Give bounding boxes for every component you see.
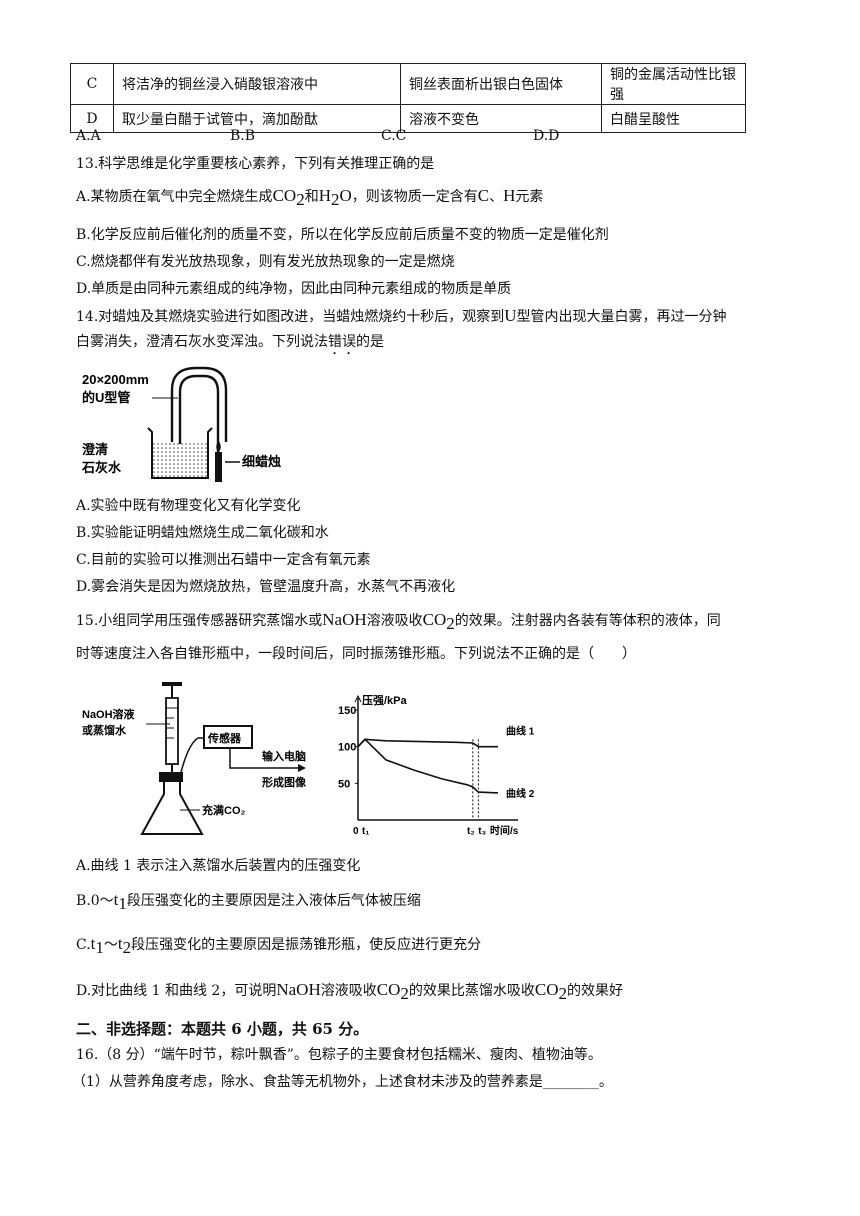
figure-label: 输入电脑 (262, 749, 306, 763)
question-14-stem-line1: 14.对蜡烛及其燃烧实验进行如图改进，当蜡烛燃烧约十秒后，观察到U型管内出现大量… (76, 306, 727, 325)
candle (215, 452, 222, 482)
x-tick-label: t₁ (362, 826, 369, 837)
chart-axes (354, 694, 518, 821)
y-tick-label: 150 (338, 705, 356, 717)
u-tube-inner (178, 374, 220, 452)
table-cell: 溶液不变色 (400, 104, 602, 133)
table-cell: 铜丝表面析出银白色固体 (400, 63, 602, 105)
series-line (357, 738, 498, 748)
table-cell: 白醋呈酸性 (601, 104, 746, 133)
question-16-stem: 16.（8 分）“端午时节，粽叶飘香”。包粽子的主要食材包括糯米、瘦肉、植物油等… (76, 1047, 602, 1063)
x-axis-label: 时间/s (490, 824, 519, 837)
gas-tube (179, 737, 204, 777)
choice-d: D.D (533, 128, 560, 144)
question-14-option-b: B.实验能证明蜡烛燃烧生成二氧化碳和水 (76, 525, 329, 541)
x-tick-label: t₂ (467, 826, 475, 837)
question-15-option-b: B.0～t1段压强变化的主要原因是注入液体后气体被压缩 (76, 890, 421, 913)
limewater (153, 442, 207, 477)
figure-label: 的U型管 (82, 390, 130, 405)
figure-label: 20×200mm (82, 372, 149, 387)
arrow-icon (298, 764, 306, 772)
question-13-option-b: B.化学反应前后催化剂的质量不变，所以在化学反应前后质量不变的物质一定是催化剂 (76, 227, 609, 243)
table-row: C 将洁净的铜丝浸入硝酸银溶液中 铜丝表面析出银白色固体 铜的金属活动性比银强 (70, 63, 746, 105)
figure-label: 澄清 (82, 442, 108, 457)
stopper (159, 772, 183, 782)
question-14-stem-line2: 白雾消失，澄清石灰水变浑浊。下列说法错误的是 (76, 334, 384, 350)
conical-flask (140, 782, 204, 835)
flame-icon (216, 440, 221, 452)
question-15-option-d: D.对比曲线 1 和曲线 2，可说明NaOH溶液吸收CO2的效果比蒸馏水吸收CO… (76, 980, 623, 1003)
question-13-stem: 13.科学思维是化学重要核心素养，下列有关推理正确的是 (76, 156, 435, 172)
y-axis-label: 压强/kPa (362, 693, 408, 707)
y-axis-arrow-icon (354, 694, 362, 703)
u-tube-apparatus-figure: 20×200mm 的U型管 澄清 石灰水 细蜡烛 (81, 366, 281, 482)
table-row: D 取少量白醋于试管中，滴加酚酞 溶液不变色 白醋呈酸性 (70, 104, 746, 133)
syringe-plunger-head (162, 682, 182, 686)
answer-table: C 将洁净的铜丝浸入硝酸银溶液中 铜丝表面析出银白色固体 铜的金属活动性比银强 … (70, 63, 746, 133)
sensor-box (203, 725, 253, 749)
sensor-label: 传感器 (207, 731, 242, 745)
figure-label: 形成图像 (262, 775, 307, 789)
choice-a: A.A (76, 128, 101, 144)
x-tick-label: 0 (353, 826, 359, 837)
figure-label: 细蜡烛 (242, 454, 281, 469)
figure-label: 或蒸馏水 (82, 723, 127, 737)
question-14-option-d: D.雾会消失是因为燃烧放热，管壁温度升高，水蒸气不再液化 (76, 579, 456, 595)
figure-label: NaOH溶液 (82, 707, 136, 721)
section-title: 二、非选择题：本题共 6 小题，共 65 分。 (76, 1020, 369, 1038)
beaker (147, 427, 213, 479)
y-tick-label: 100 (338, 742, 356, 754)
y-tick-label: 50 (338, 778, 350, 790)
figure-label: 充满CO₂ (202, 803, 245, 817)
x-tick-label: t₃ (478, 826, 486, 837)
question-15-option-a: A.曲线 1 表示注入蒸馏水后装置内的压强变化 (76, 858, 361, 874)
choice-c: C.C (381, 128, 407, 144)
output-line (229, 748, 298, 769)
table-cell: 将洁净的铜丝浸入硝酸银溶液中 (113, 63, 401, 105)
question-15-stem-line2: 时等速度注入各自锥形瓶中，一段时间后，同时振荡锥形瓶。下列说法不正确的是（ ） (76, 646, 636, 662)
table-cell: 取少量白醋于试管中，滴加酚酞 (113, 104, 401, 133)
question-16-part-1: （1）从营养角度考虑，除水、食盐等无机物外，上述食材未涉及的营养素是______… (72, 1074, 613, 1090)
question-14-option-c: C.目前的实验可以推测出石蜡中一定含有氧元素 (76, 552, 371, 568)
figure-label: 石灰水 (81, 460, 122, 475)
question-13-option-c: C.燃烧都伴有发光放热现象，则有发光放热现象的一定是燃烧 (76, 254, 455, 270)
series-line (357, 738, 499, 794)
series-label: 曲线 1 (506, 725, 535, 738)
chart-series (357, 738, 499, 794)
question-15-stem-line1: 15.小组同学用压强传感器研究蒸馏水或NaOH溶液吸收CO2的效果。注射器内各装… (76, 610, 721, 633)
question-14-option-a: A.实验中既有物理变化又有化学变化 (76, 498, 301, 514)
question-15-option-c: C.t1～t2段压强变化的主要原因是振荡锥形瓶，使反应进行更充分 (76, 934, 482, 957)
choice-b: B.B (230, 128, 256, 144)
table-cell: 铜的金属活动性比银强 (601, 63, 746, 105)
series-label: 曲线 2 (506, 787, 535, 800)
question-13-option-a: A.某物质在氧气中完全燃烧生成CO2和H2O，则该物质一定含有C、H元素 (76, 186, 544, 209)
u-tube-outer (170, 366, 228, 442)
table-cell: C (70, 63, 114, 105)
table-cell: D (70, 104, 114, 133)
question-13-option-d: D.单质是由同种元素组成的纯净物，因此由同种元素组成的物质是单质 (76, 281, 512, 297)
sensor-apparatus-figure: NaOH溶液 或蒸馏水 充满CO₂ 传感器 输入电脑 形成图像 (82, 682, 307, 835)
